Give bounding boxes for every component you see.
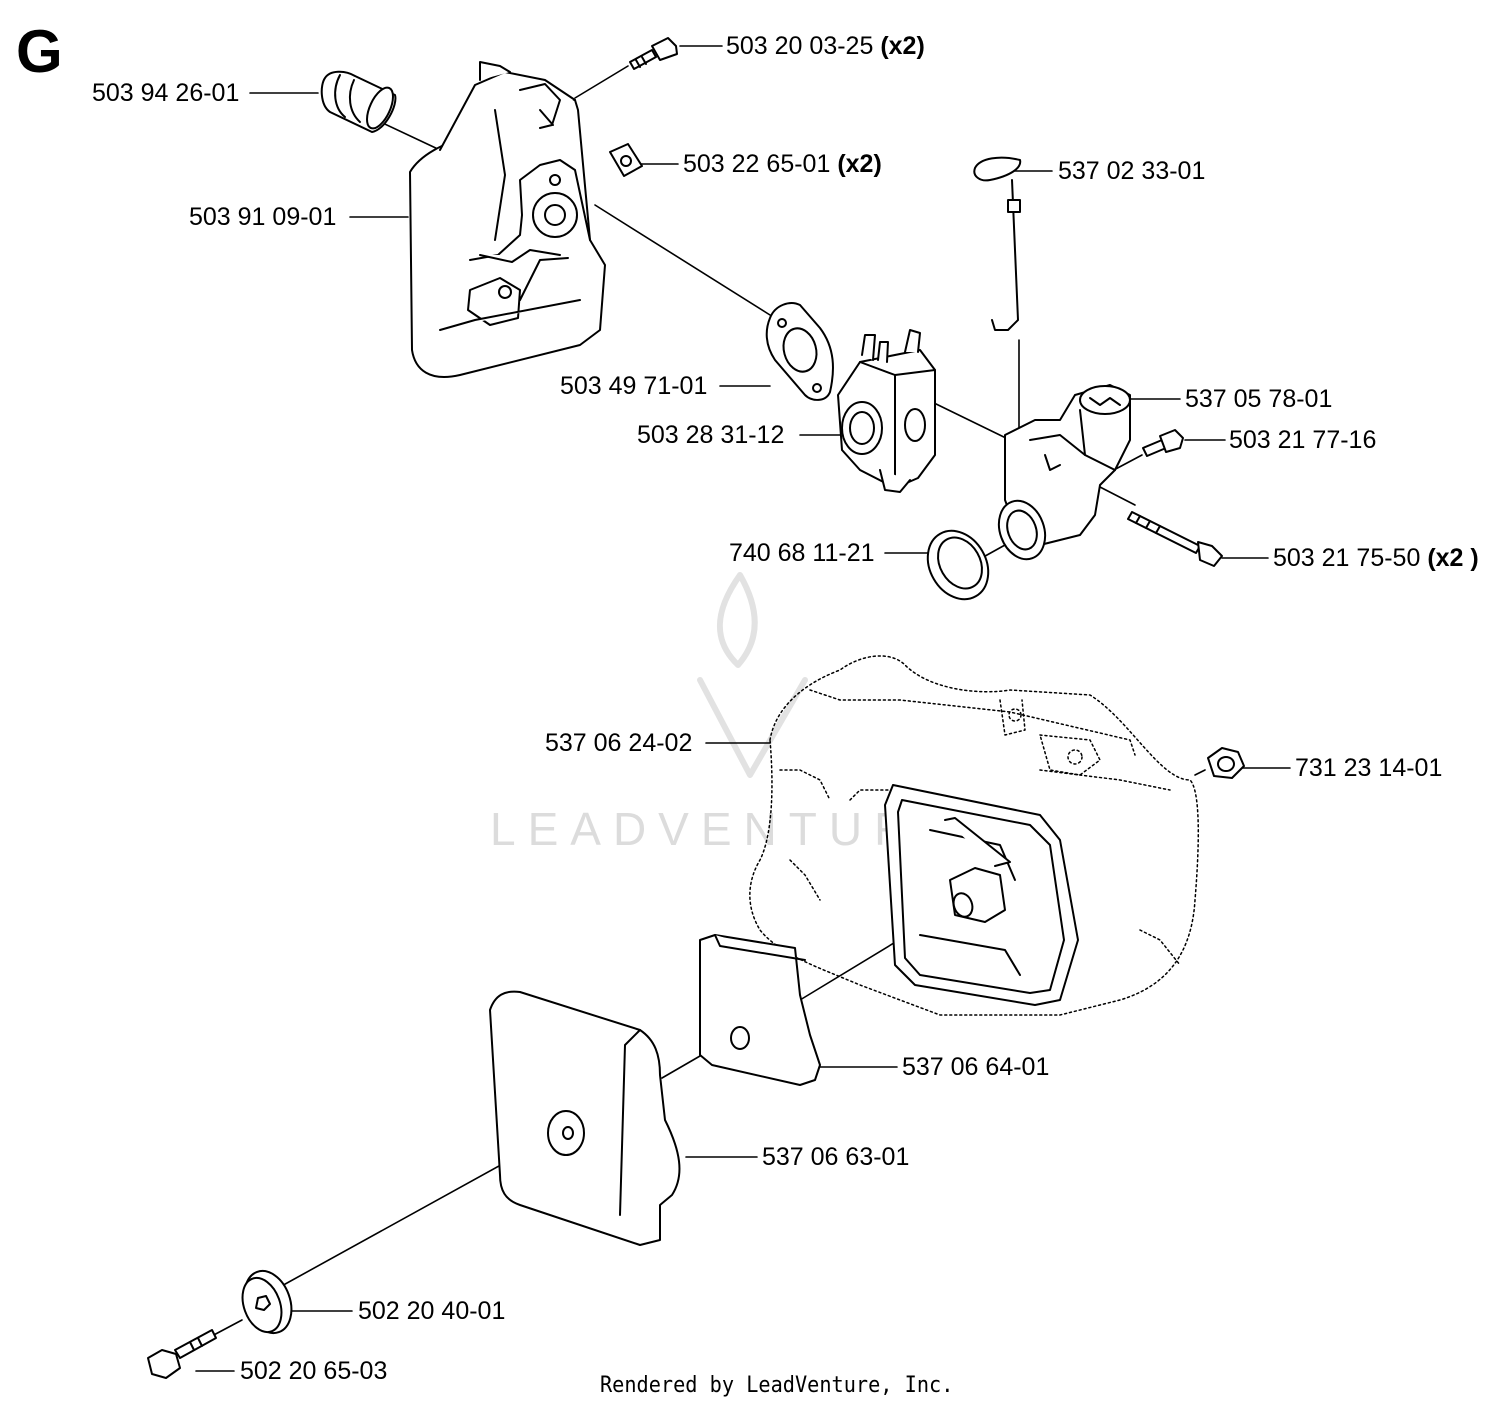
part-number: 537 05 78-01 — [1185, 385, 1333, 413]
part-number: 503 91 09-01 — [189, 203, 337, 231]
bolt-502-20-65-03 — [147, 1329, 217, 1379]
label-537-05-78-01[interactable]: 537 05 78-01 — [1185, 387, 1332, 412]
part-number: 503 21 77-16 — [1229, 426, 1377, 454]
label-731-23-14-01[interactable]: 731 23 14-01 — [1295, 756, 1442, 781]
leader-lines — [195, 45, 1291, 1372]
part-number: 537 06 24-02 — [545, 729, 693, 757]
part-number: 503 49 71-01 — [560, 372, 708, 400]
carb-adapter-537-05-78-01 — [997, 384, 1131, 561]
label-503-21-77-16[interactable]: 503 21 77-16 — [1229, 428, 1376, 453]
intake-boot-503-94-26-01 — [320, 70, 397, 133]
part-number: 503 94 26-01 — [92, 79, 240, 107]
nut-731-23-14-01 — [1207, 747, 1245, 779]
carburetor-503-28-31-12 — [837, 329, 936, 493]
part-number: 503 21 75-50 — [1273, 544, 1421, 572]
filter-cover-537-06-63-01 — [489, 990, 681, 1246]
label-537-06-63-01[interactable]: 537 06 63-01 — [762, 1145, 909, 1170]
part-number: 502 20 40-01 — [358, 1297, 506, 1325]
label-502-20-40-01[interactable]: 502 20 40-01 — [358, 1299, 505, 1324]
part-number: 503 20 03-25 — [726, 32, 874, 60]
quantity: (x2) — [880, 32, 925, 60]
screw-503-21-75-50 — [1127, 511, 1223, 567]
screw-503-21-77-16 — [1142, 429, 1184, 457]
part-number: 731 23 14-01 — [1295, 754, 1443, 782]
part-number: 502 20 65-03 — [240, 1357, 388, 1385]
label-503-28-31-12[interactable]: 503 28 31-12 — [637, 423, 784, 448]
filter-housing-503-91-09-01 — [409, 61, 606, 378]
section-letter: G — [16, 18, 63, 85]
engine-housing-537-06-24-02 — [749, 655, 1200, 1016]
label-537-02-33-01[interactable]: 537 02 33-01 — [1058, 159, 1205, 184]
label-503-22-65-01[interactable]: 503 22 65-01 (x2) — [683, 152, 882, 177]
label-503-21-75-50[interactable]: 503 21 75-50 (x2 ) — [1273, 546, 1479, 571]
label-503-94-26-01[interactable]: 503 94 26-01 — [92, 81, 239, 106]
label-502-20-65-03[interactable]: 502 20 65-03 — [240, 1359, 387, 1384]
filter-element-537-06-64-01 — [699, 934, 821, 1086]
screw-503-20-03-25 — [629, 37, 678, 70]
label-537-06-64-01[interactable]: 537 06 64-01 — [902, 1055, 1049, 1080]
label-537-06-24-02[interactable]: 537 06 24-02 — [545, 731, 692, 756]
part-number: 740 68 11-21 — [729, 539, 875, 567]
clip-503-22-65-01 — [609, 143, 643, 177]
part-number: 537 06 63-01 — [762, 1143, 910, 1171]
part-number: 537 02 33-01 — [1058, 157, 1206, 185]
part-number: 537 06 64-01 — [902, 1053, 1050, 1081]
footer-credit: Rendered by LeadVenture, Inc. — [600, 1373, 954, 1398]
knob-502-20-40-01 — [241, 1270, 293, 1334]
quantity: (x2) — [837, 150, 882, 178]
label-503-20-03-25[interactable]: 503 20 03-25 (x2) — [726, 34, 925, 59]
label-503-91-09-01[interactable]: 503 91 09-01 — [189, 205, 336, 230]
label-503-49-71-01[interactable]: 503 49 71-01 — [560, 374, 707, 399]
seal-ring-740-68-11-21 — [926, 529, 990, 601]
part-number: 503 28 31-12 — [637, 421, 785, 449]
part-number: 503 22 65-01 — [683, 150, 831, 178]
watermark-logo — [697, 572, 808, 778]
gasket-503-49-71-01 — [765, 302, 834, 401]
choke-rod-537-02-33-01 — [973, 156, 1022, 331]
watermark-text: LEADVENTURE — [490, 803, 962, 855]
airbox-frame — [884, 784, 1079, 1006]
quantity: (x2 ) — [1427, 544, 1479, 572]
label-740-68-11-21[interactable]: 740 68 11-21 — [729, 541, 875, 566]
